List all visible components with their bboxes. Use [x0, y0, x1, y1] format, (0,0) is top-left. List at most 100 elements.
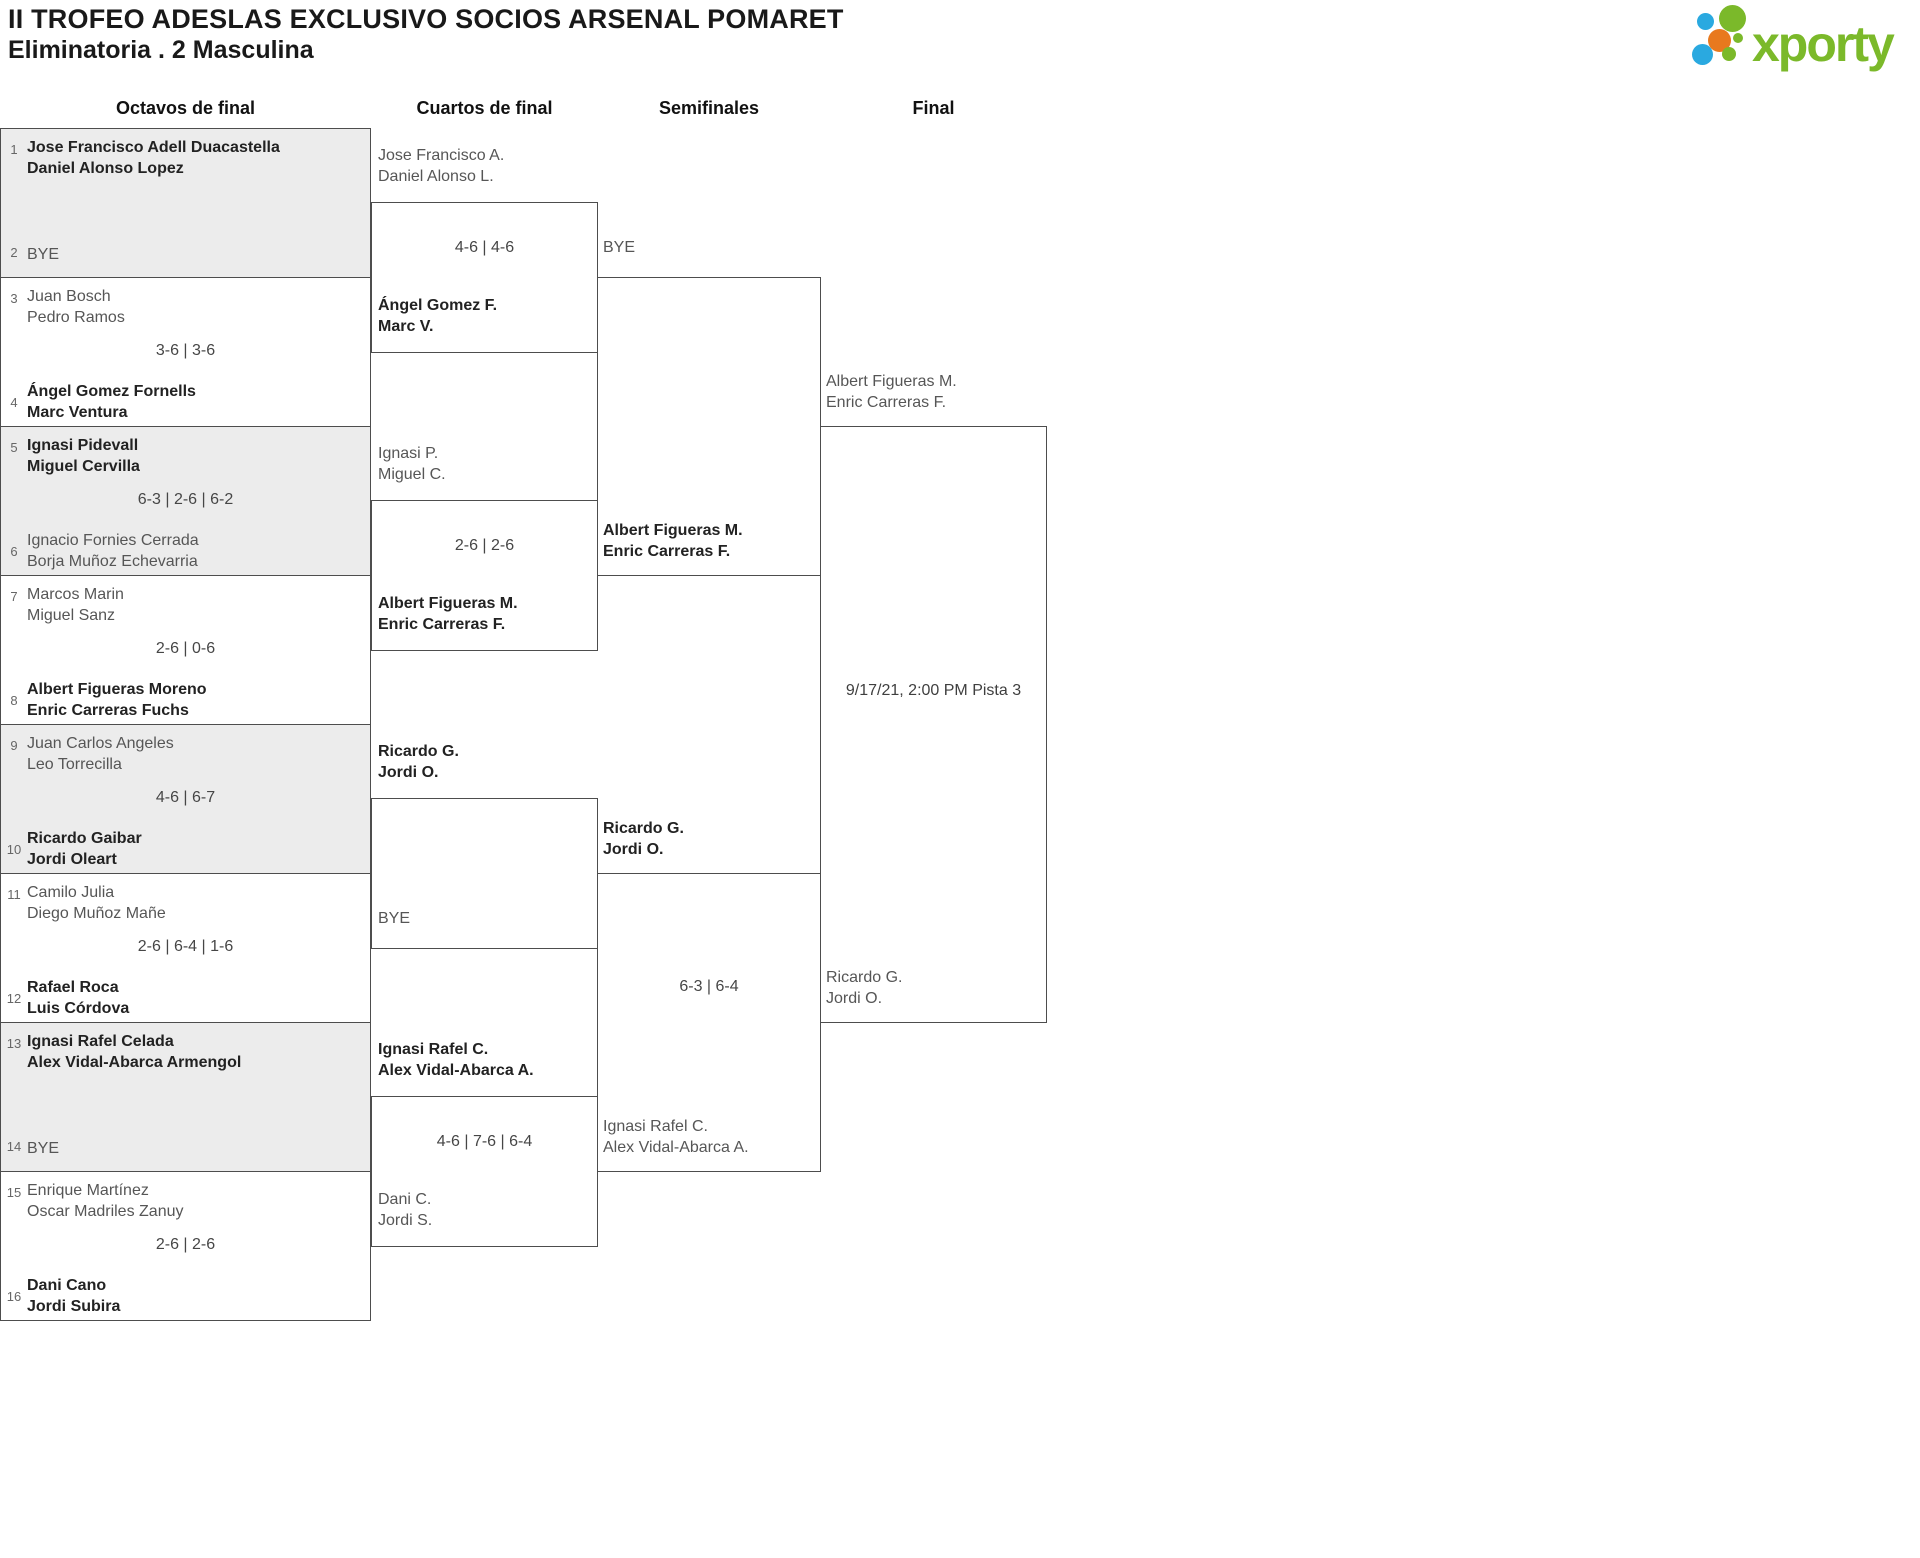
seed-number: 5 [10, 440, 18, 455]
team-name-line: Ignasi Rafel C. [603, 1118, 708, 1135]
team-name-line: Ignasi Pidevall [27, 437, 139, 454]
team-names: Juan Bosch Pedro Ramos [27, 286, 125, 328]
team-name-line: Pedro Ramos [27, 309, 125, 326]
team-name-line: Marcos Marin [27, 586, 124, 603]
logo-dot-green-large [1719, 5, 1746, 32]
team-name-line: Jordi S. [378, 1212, 433, 1229]
logo-dot-blue-small [1697, 13, 1714, 30]
team-names: Ricardo Gaibar Jordi Oleart [27, 828, 142, 870]
team-name-line: Dani Cano [27, 1277, 107, 1294]
team-name-line: Juan Bosch [27, 288, 111, 305]
logo-dot-orange [1708, 29, 1731, 52]
team-name-line: Miguel Cervilla [27, 458, 140, 475]
team-name-line: Alex Vidal-Abarca A. [603, 1139, 749, 1156]
seed-number: 15 [6, 1185, 22, 1200]
match-box-final [820, 426, 1047, 1023]
match-score: 4-6 | 6-7 [155, 789, 216, 806]
bye-label: BYE [27, 1138, 59, 1159]
team-name-line: Albert Figueras M. [378, 595, 518, 612]
seed-number: 11 [7, 887, 21, 902]
team-names: Albert Figueras M. Enric Carreras F. [378, 593, 518, 635]
bye-label: BYE [603, 237, 635, 258]
bye-label: BYE [27, 244, 59, 265]
match-score: 2-6 | 0-6 [155, 640, 216, 657]
team-name-line: Jordi Subira [27, 1298, 121, 1315]
seed-number: 14 [6, 1139, 22, 1154]
team-name-line: Jose Francisco Adell Duacastella [27, 139, 280, 156]
team-name-line: Alex Vidal-Abarca Armengol [27, 1054, 242, 1071]
team-name-line: Borja Muñoz Echevarria [27, 553, 198, 570]
round-header-octavos: Octavos de final [115, 98, 256, 118]
team-names: Rafael Roca Luis Córdova [27, 977, 129, 1019]
seed-number: 1 [10, 142, 18, 157]
team-name-line: Daniel Alonso L. [378, 168, 494, 185]
team-name-line: Ricardo Gaibar [27, 830, 142, 847]
team-name-line: BYE [27, 246, 60, 263]
team-name-line: Albert Figueras M. [826, 373, 957, 390]
team-name-line: Ángel Gomez Fornells [27, 383, 196, 400]
team-name-line: Miguel Sanz [27, 607, 116, 624]
team-name-line: Luis Córdova [27, 1000, 130, 1017]
team-names: Jose Francisco Adell Duacastella Daniel … [27, 137, 280, 179]
match-box-r16-1: 1 Jose Francisco Adell Duacastella Danie… [0, 128, 371, 278]
match-score: 2-6 | 2-6 [155, 1236, 216, 1253]
team-name-line: Alex Vidal-Abarca A. [378, 1062, 534, 1079]
match-box-r16-8: 15 Enrique Martínez Oscar Madriles Zanuy… [0, 1171, 371, 1321]
team-name-line: Juan Carlos Angeles [27, 735, 174, 752]
match-box-r16-2: 3 Juan Bosch Pedro Ramos 3-6 | 3-6 4 Áng… [0, 277, 371, 427]
team-name-line: Ángel Gomez F. [378, 297, 498, 314]
team-name-line: Ignasi Rafel C. [378, 1041, 489, 1058]
match-box-r16-3: 5 Ignasi Pidevall Miguel Cervilla 6-3 | … [0, 426, 371, 576]
match-box-r16-4: 7 Marcos Marin Miguel Sanz 2-6 | 0-6 8 A… [0, 575, 371, 725]
match-box-r16-6: 11 Camilo Julia Diego Muñoz Mañe 2-6 | 6… [0, 873, 371, 1023]
team-name-line: Jordi Oleart [27, 851, 117, 868]
team-name-line: Jordi O. [603, 841, 664, 858]
match-score: 6-3 | 6-4 [679, 978, 739, 995]
category-subtitle: Eliminatoria . 2 Masculina [8, 36, 314, 64]
seed-number: 16 [6, 1289, 22, 1304]
seed-number: 10 [6, 842, 22, 857]
team-names: Juan Carlos Angeles Leo Torrecilla [27, 733, 174, 775]
team-names: Dani Cano Jordi Subira [27, 1275, 120, 1317]
logo-wordmark: xporty [1752, 16, 1895, 72]
match-score: 2-6 | 2-6 [454, 537, 515, 554]
team-name-line: Enric Carreras F. [826, 394, 947, 411]
team-names: Enrique Martínez Oscar Madriles Zanuy [27, 1180, 184, 1222]
team-names: Ignasi Rafel Celada Alex Vidal-Abarca Ar… [27, 1031, 241, 1073]
team-name-line: Marc Ventura [27, 404, 128, 421]
team-name-line: Diego Muñoz Mañe [27, 905, 166, 922]
team-name-line: Leo Torrecilla [27, 756, 122, 773]
match-schedule: 9/17/21, 2:00 PM Pista 3 [845, 682, 1022, 699]
team-names: Albert Figueras M. Enric Carreras F. [826, 371, 957, 413]
team-name-line: BYE [27, 1140, 60, 1157]
team-name-line: BYE [378, 910, 411, 927]
team-name-line: Ignasi P. [378, 445, 439, 462]
seed-number: 2 [10, 245, 18, 260]
team-name-line: Albert Figueras Moreno [27, 681, 207, 698]
seed-number: 9 [10, 738, 18, 753]
team-names: Ignacio Fornies Cerrada Borja Muñoz Eche… [27, 530, 199, 572]
team-name-line: Albert Figueras M. [603, 522, 743, 539]
seed-number: 6 [10, 544, 18, 559]
team-names: Ricardo G. Jordi O. [826, 967, 902, 1009]
tournament-title: II TROFEO ADESLAS EXCLUSIVO SOCIOS ARSEN… [8, 4, 844, 34]
match-score: 4-6 | 7-6 | 6-4 [436, 1133, 533, 1150]
team-name-line: Enric Carreras F. [378, 616, 506, 633]
team-names: Ángel Gomez F. Marc V. [378, 295, 497, 337]
team-name-line: Daniel Alonso Lopez [27, 160, 184, 177]
match-score: 3-6 | 3-6 [155, 342, 216, 359]
match-score: 6-3 | 2-6 | 6-2 [137, 491, 234, 508]
team-names: Ricardo G. Jordi O. [603, 818, 684, 860]
team-name-line: Ignasi Rafel Celada [27, 1033, 174, 1050]
team-names: Albert Figueras M. Enric Carreras F. [603, 520, 743, 562]
seed-number: 4 [10, 395, 18, 410]
team-name-line: Rafael Roca [27, 979, 119, 996]
seed-number: 13 [6, 1036, 22, 1051]
team-name-line: Enric Carreras F. [603, 543, 731, 560]
team-names: Ignasi Pidevall Miguel Cervilla [27, 435, 140, 477]
team-name-line: Dani C. [378, 1191, 432, 1208]
team-name-line: BYE [603, 239, 636, 256]
team-names: Ricardo G. Jordi O. [378, 741, 459, 783]
team-name-line: Ricardo G. [826, 969, 903, 986]
